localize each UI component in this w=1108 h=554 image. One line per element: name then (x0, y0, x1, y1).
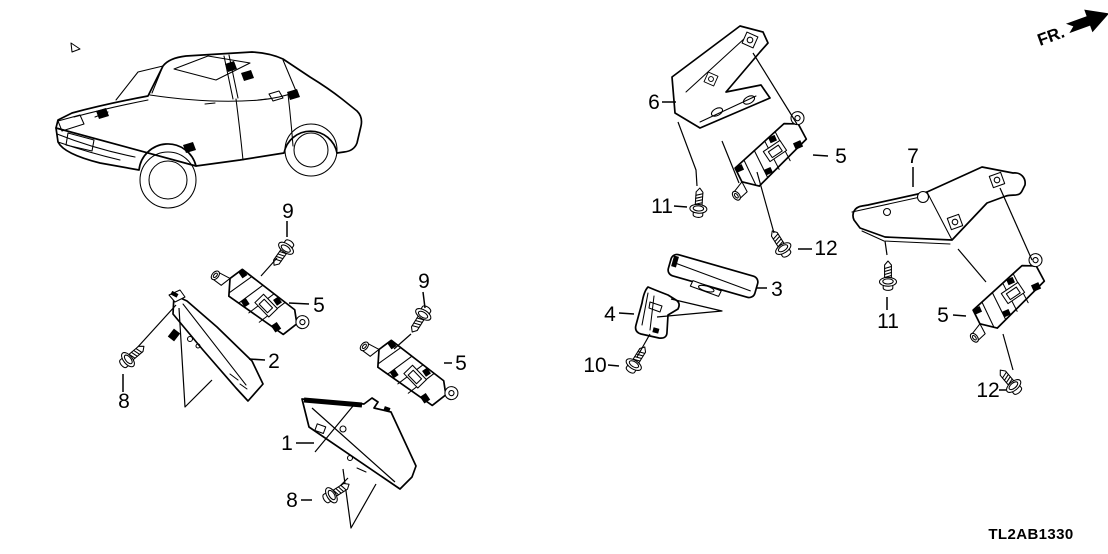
part-5-initiator-d (952, 250, 1060, 346)
callout-7: 7 (907, 145, 919, 187)
callout-label: 3 (771, 278, 783, 301)
callout-6: 6 (648, 91, 676, 114)
callout-label: 4 (604, 303, 616, 326)
callout-label: 1 (281, 432, 293, 455)
part-6-bracket (671, 25, 771, 129)
callout-5-c: 5 (812, 145, 847, 168)
part-1-pointer (335, 468, 377, 529)
part-1-tpms-unit (301, 397, 417, 490)
callout-9-mid: 9 (418, 270, 430, 309)
bolt-8b (319, 476, 355, 508)
bolt-11b (878, 260, 898, 291)
callout-label: 8 (118, 390, 130, 413)
beltline (149, 91, 297, 102)
callout-label: 12 (976, 379, 999, 402)
callouts: 9 5 2 8 9 5 1 8 (118, 91, 1006, 512)
taillight (57, 114, 85, 132)
callout-9-upper: 9 (282, 200, 294, 237)
vehicle-illustration (55, 42, 363, 209)
screw-12a (764, 225, 796, 261)
callout-label: 5 (937, 304, 949, 327)
callout-label: 7 (907, 145, 919, 168)
callout-5-a: 5 (288, 294, 325, 317)
callout-label: 11 (651, 195, 673, 218)
assembly-lines (260, 52, 1033, 371)
callout-4: 4 (604, 303, 635, 326)
screw-9b (404, 302, 436, 338)
callout-label: 6 (648, 91, 660, 114)
callout-label: 5 (455, 352, 467, 375)
callout-label: 5 (835, 145, 847, 168)
part-4-bracket (634, 286, 723, 339)
callout-label: 5 (313, 294, 325, 317)
callout-label: 9 (418, 270, 430, 293)
callout-11-a: 11 (651, 195, 688, 218)
callout-label: 11 (877, 310, 899, 333)
callout-12-a: 12 (798, 237, 838, 260)
callout-label: 10 (583, 354, 606, 377)
sensor-location-marker (241, 70, 254, 81)
bolt-10 (621, 341, 653, 377)
callout-label: 2 (268, 350, 280, 373)
front-wheel (284, 123, 338, 177)
callout-5-b: 5 (444, 352, 467, 375)
b-pillar (223, 54, 239, 100)
rear-window (115, 65, 164, 101)
callout-3: 3 (756, 278, 783, 301)
callout-label: 9 (282, 200, 294, 223)
callout-label: 12 (814, 237, 837, 260)
callout-12-b: 12 (976, 379, 1006, 402)
callout-5-d: 5 (937, 304, 967, 327)
sensor-location-marker (225, 61, 237, 72)
sensor-location-marker (96, 108, 109, 119)
callout-2: 2 (248, 350, 280, 373)
part-2-bracket (167, 289, 264, 402)
front-direction-marker: FR. (1035, 9, 1108, 50)
part-7-bracket (851, 166, 1026, 245)
antenna-fin (70, 42, 81, 53)
bolt-8a (115, 339, 150, 373)
rear-wheel (139, 151, 197, 209)
front-direction-label: FR. (1035, 23, 1067, 50)
door-mirror (268, 90, 284, 102)
part-2-pointer (135, 304, 213, 408)
bolt-11a (688, 186, 709, 219)
sunroof (173, 55, 251, 81)
callout-8-b: 8 (286, 489, 312, 512)
callout-8-a: 8 (118, 374, 130, 413)
front-arrow-icon (1065, 9, 1108, 34)
sensor-location-marker (287, 89, 300, 100)
callout-label: 8 (286, 489, 298, 512)
sensor-location-marker (183, 142, 196, 153)
part-5-initiator-c (714, 108, 822, 204)
callout-10: 10 (583, 354, 620, 377)
part-3-cover (667, 253, 759, 299)
screw-9a (266, 235, 299, 271)
diagram-code: TL2AB1330 (988, 526, 1073, 543)
callout-11-b: 11 (877, 297, 899, 333)
callout-1: 1 (281, 432, 314, 455)
